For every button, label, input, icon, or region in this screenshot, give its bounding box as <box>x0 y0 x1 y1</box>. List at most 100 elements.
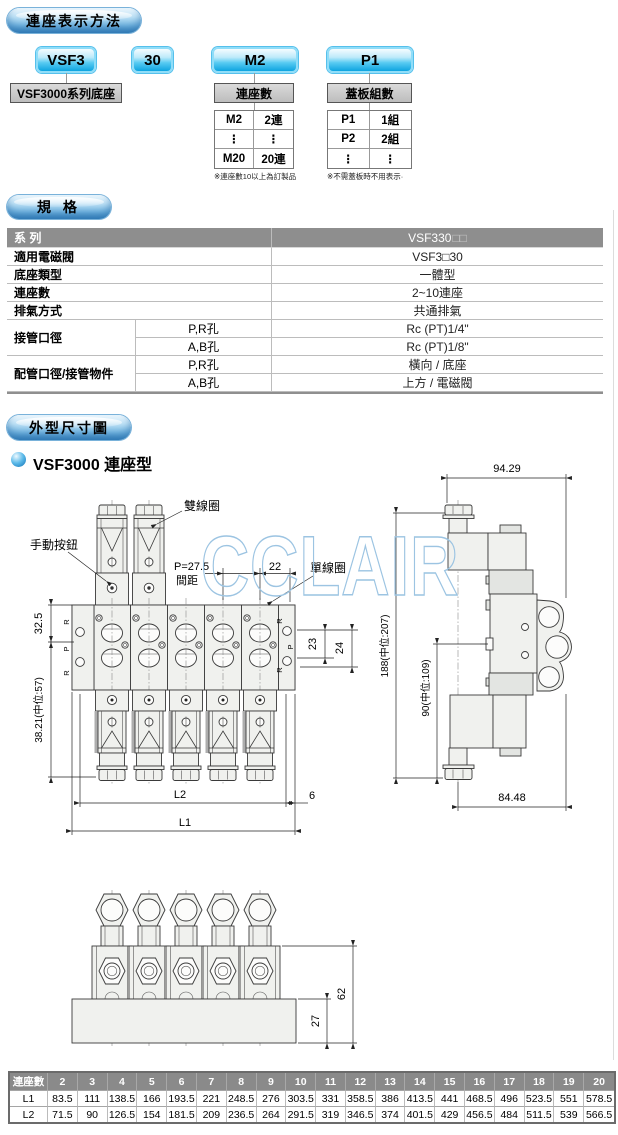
dim-table-cell: 83.5 <box>48 1090 78 1106</box>
single-coil-label: 單線圈 <box>310 560 346 575</box>
bullet-icon <box>11 452 26 467</box>
label-text: VSF3000系列底座 <box>16 86 116 101</box>
model-box-m2: M2 <box>212 47 298 73</box>
dim-table-cell: 209 <box>196 1106 227 1122</box>
dim-table-cell: 484 <box>494 1106 525 1122</box>
watermark: CCLAIR <box>201 520 460 614</box>
connector-line <box>254 73 255 83</box>
spec-row-label: 適用電磁閥 <box>7 248 271 266</box>
dim-32-5: 32.5 <box>33 613 45 634</box>
mini-table-cell: 2組 <box>369 130 411 149</box>
dim-27: 27 <box>310 1015 322 1027</box>
spec-row-label: 底座類型 <box>7 266 271 284</box>
pitch-dim-label2: 間距 <box>176 574 198 587</box>
mini-table-cell: ⋮ <box>215 130 254 149</box>
front-view: R P R R P R 雙線圈 手動按鈕 單線圈 P=27.5 間距 <box>30 498 358 835</box>
model-box-text: P1 <box>360 51 380 69</box>
dim-table-cell: 511.5 <box>524 1106 555 1122</box>
dim-table-cell: 386 <box>375 1090 406 1106</box>
mini-table-cell: ⋮ <box>328 149 370 168</box>
dim-table-cell: 90 <box>77 1106 108 1122</box>
section-badge-model-coding: 連座表示方法 <box>7 8 141 33</box>
dim-table-cell: 166 <box>137 1090 168 1106</box>
dim-table-header: 8 <box>226 1073 257 1090</box>
spec-value-text: Rc (PT)1/8" <box>406 339 469 354</box>
label-station-count: 連座數 <box>214 83 294 103</box>
dim-84-48: 84.48 <box>498 792 526 804</box>
dim-table-cell: 264 <box>256 1106 287 1122</box>
dim-table-cell: 154 <box>137 1106 168 1122</box>
dim-table-header: 19 <box>554 1073 585 1090</box>
dim-23: 23 <box>307 638 319 650</box>
dim-table-cell: 193.5 <box>167 1090 197 1106</box>
spec-row-value: 橫向 / 底座 <box>271 356 603 374</box>
dim-table-cell: 248.5 <box>226 1090 257 1106</box>
dim-38-21: 38.21(中位:57) <box>32 677 45 743</box>
label-cover-count: 蓋板組數 <box>327 83 412 103</box>
dim-table-cell: 578.5 <box>584 1090 614 1106</box>
label-text: 連座數 <box>235 86 272 101</box>
dim-table-cell: 374 <box>375 1106 406 1122</box>
spec-row-label: 排氣方式 <box>7 302 271 320</box>
dim-table-header: 11 <box>316 1073 346 1090</box>
section-badge-dimensions: 外型尺寸圖 <box>7 415 131 440</box>
spec-value-text: 共通排氣 <box>413 304 462 318</box>
badge-text: 外型尺寸圖 <box>29 419 109 436</box>
dim-table-cell: 346.5 <box>345 1106 376 1122</box>
spec-row-sublabel: A,B孔 <box>135 338 271 356</box>
dim-table-header: 13 <box>375 1073 406 1090</box>
spec-row-value: Rc (PT)1/8" <box>271 338 603 356</box>
connector-line <box>369 103 370 110</box>
dim-62: 62 <box>336 988 348 1000</box>
connector-line <box>254 103 255 110</box>
dim-table-cell: 111 <box>77 1090 108 1106</box>
side-view: 94.29 188(中位:207) 90(中位:109) 84.48 <box>378 463 572 811</box>
dim-table-cell: 319 <box>316 1106 346 1122</box>
dim-6: 6 <box>309 790 315 802</box>
dim-table-header: 20 <box>584 1073 614 1090</box>
badge-text: 連座表示方法 <box>26 12 122 29</box>
bottom-view: 62 27 <box>71 889 357 1049</box>
spec-value-text: 2~10連座 <box>411 286 464 300</box>
dim-table-cell: 566.5 <box>584 1106 614 1122</box>
station-count-note: ※連座數10以上為訂製品 <box>214 172 297 181</box>
dim-table-cell: 523.5 <box>524 1090 555 1106</box>
dim-table-cell: 358.5 <box>345 1090 376 1106</box>
dim-table-cell: 138.5 <box>107 1090 138 1106</box>
badge-text: 規 格 <box>37 199 81 215</box>
cover-count-note: ※不需蓋板時不用表示· <box>327 172 404 181</box>
double-coil-label: 雙線圈 <box>184 498 220 513</box>
spec-row-value: VSF330□□ <box>271 228 603 248</box>
spec-row-value: VSF3□30 <box>271 248 603 266</box>
dim-table-header: 5 <box>137 1073 168 1090</box>
spec-row-value: 共通排氣 <box>271 302 603 320</box>
spec-row-label: 連座數 <box>7 284 271 302</box>
spec-value-text: 一體型 <box>419 268 456 282</box>
dim-table-header: 12 <box>345 1073 376 1090</box>
mini-table-cell: ⋮ <box>384 153 397 166</box>
dim-table-cell: 539 <box>554 1106 585 1122</box>
dim-table-cell: 496 <box>494 1090 525 1106</box>
spec-value-text: 橫向 / 底座 <box>408 358 467 372</box>
model-box-p1: P1 <box>327 47 413 73</box>
label-series-base: VSF3000系列底座 <box>10 83 122 103</box>
dim-table-cell: 181.5 <box>167 1106 197 1122</box>
dim-table-header: 9 <box>256 1073 287 1090</box>
dim-table-cell: 236.5 <box>226 1106 257 1122</box>
dim-table-header: 17 <box>494 1073 525 1090</box>
connector-line <box>369 73 370 83</box>
page-edge-line <box>613 210 614 1060</box>
dim-table-row-label: L2 <box>10 1106 48 1122</box>
dim-l1: L1 <box>179 817 191 829</box>
dim-24: 24 <box>334 642 346 654</box>
mini-table-cell: 20連 <box>261 153 286 166</box>
port-label-r: R <box>275 618 284 624</box>
spec-value-text: Rc (PT)1/4" <box>406 321 469 336</box>
spec-row-value: Rc (PT)1/4" <box>271 320 603 338</box>
dim-table-header: 3 <box>77 1073 108 1090</box>
dim-90: 90(中位:109) <box>419 659 432 716</box>
dim-table-cell: 413.5 <box>405 1090 436 1106</box>
dim-table-cell: 126.5 <box>107 1106 138 1122</box>
